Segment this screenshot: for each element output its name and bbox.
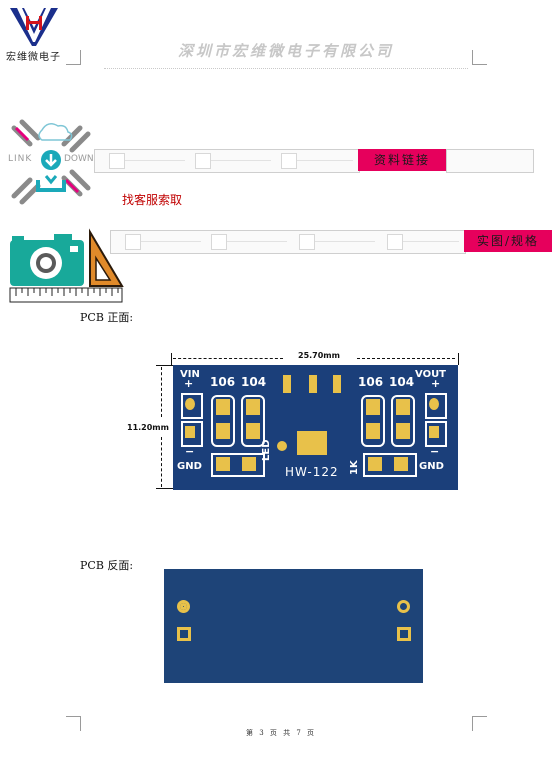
silk-gnd-left: GND [177, 461, 202, 472]
photo-spec-button[interactable]: 实图/规格 [464, 230, 552, 252]
silk-plus-right: + [431, 377, 441, 390]
pcb-front-label: PCB 正面: [80, 311, 134, 324]
silk-led: LED [261, 439, 272, 461]
led-footprint [211, 453, 265, 477]
width-dimension-line [171, 353, 459, 365]
silk-vin: VIN [180, 369, 200, 380]
vout-pad [425, 393, 447, 419]
corner-mark-bottom-left [66, 716, 81, 731]
silk-104-right: 104 [389, 375, 415, 389]
link-banner-bar [94, 149, 360, 173]
silk-vout: VOUT [415, 369, 447, 380]
gnd-in-pad [181, 421, 203, 447]
link-label: LINK [8, 154, 33, 164]
chip-tab [297, 431, 327, 455]
back-pad-round-left [177, 600, 190, 613]
corner-mark-bottom-right [472, 716, 487, 731]
contact-service-note: 找客服索取 [122, 193, 183, 207]
silk-106-left: 106 [210, 375, 236, 389]
silk-1k: 1K [349, 460, 360, 475]
photo-banner-bar [110, 230, 466, 254]
led-indicator-dot [277, 441, 287, 451]
silk-plus-left: + [184, 377, 194, 390]
company-name: 深圳市宏维微电子有限公司 [178, 42, 395, 60]
gnd-out-pad [425, 421, 447, 447]
pcb-back-board [164, 569, 423, 683]
page-number: 第 3 页 共 7 页 [246, 729, 317, 737]
cap-106-left [211, 395, 235, 447]
corner-mark-top-right [472, 50, 487, 65]
datasheet-link-button[interactable]: 资料链接 [358, 149, 446, 171]
pcb-front-board: VIN + − GND 106 104 LED HW-122 106 104 1… [173, 365, 458, 490]
chip-pin-1 [283, 375, 291, 393]
logo-caption: 宏维微电子 [6, 52, 61, 63]
width-dimension: 25.70mm [298, 351, 340, 360]
silk-model: HW-122 [285, 465, 339, 479]
silk-106-right: 106 [358, 375, 384, 389]
back-pad-square-left [177, 627, 191, 641]
cap-104-left [241, 395, 265, 447]
vin-pad [181, 393, 203, 419]
resistor-footprint [363, 453, 417, 477]
height-dimension: 11.20mm [127, 423, 169, 432]
camera-ruler-icon [8, 228, 126, 306]
corner-mark-top-left [66, 50, 81, 65]
cap-106-right [361, 395, 385, 447]
link-download-icon: LINK DOWN [8, 116, 94, 206]
silk-minus-right: − [430, 445, 440, 458]
back-pad-round-right [397, 600, 410, 613]
height-dimension-line [156, 365, 178, 489]
link-banner-tail [446, 149, 534, 173]
chip-pin-3 [333, 375, 341, 393]
silk-gnd-right: GND [419, 461, 444, 472]
silk-minus-left: − [185, 445, 195, 458]
back-pad-square-right [397, 627, 411, 641]
down-label: DOWN [64, 154, 94, 164]
hv-logo-icon [10, 8, 58, 46]
silk-104-left: 104 [241, 375, 267, 389]
header-divider [104, 68, 468, 69]
cap-104-right [391, 395, 415, 447]
pcb-back-label: PCB 反面: [80, 559, 134, 572]
company-logo [8, 6, 60, 48]
chip-pin-2 [309, 375, 317, 393]
